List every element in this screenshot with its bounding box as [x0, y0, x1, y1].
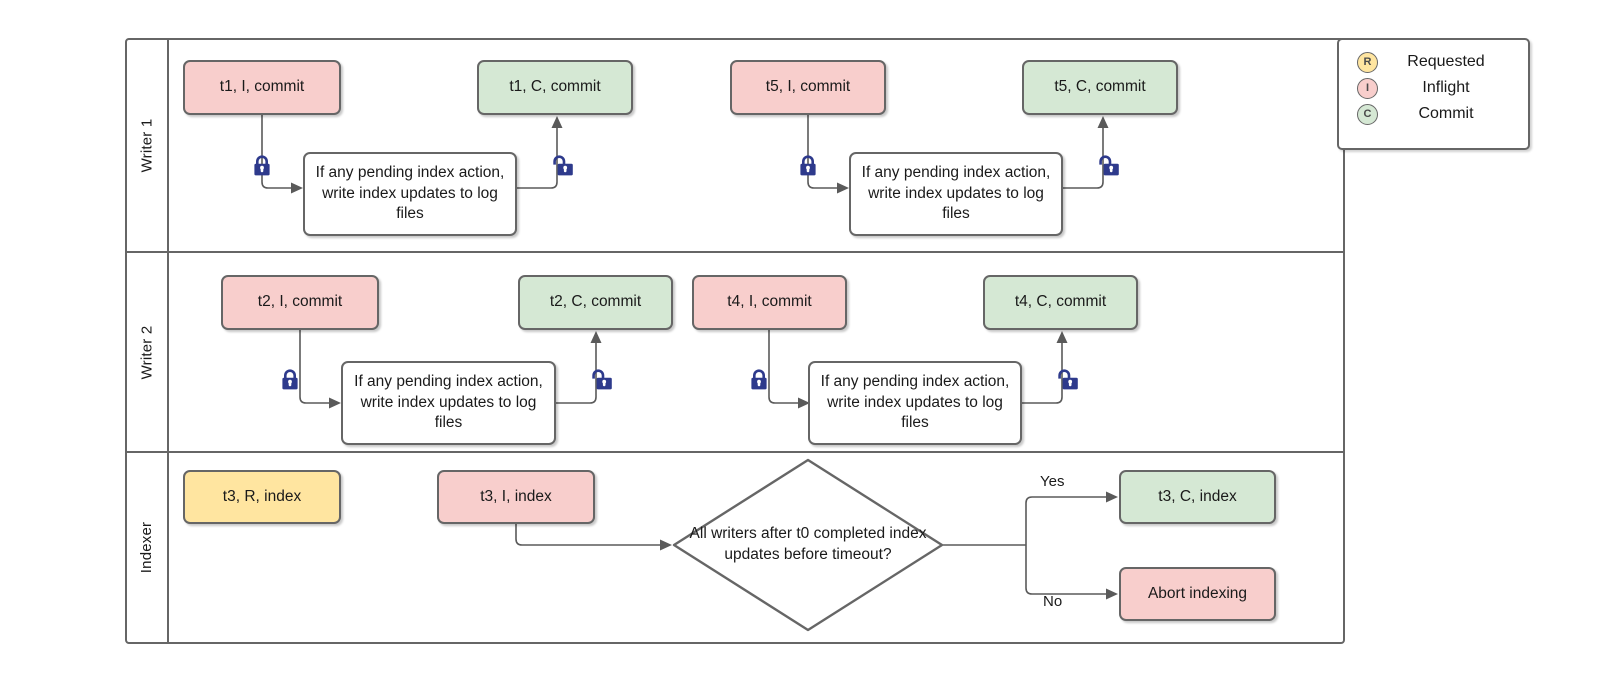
- node-indexer-decision[interactable]: All writers after t0 completed index upd…: [672, 458, 944, 632]
- node-indexer-t3-requested[interactable]: t3, R, index: [183, 470, 341, 524]
- lane-indexer: Indexer: [127, 453, 1343, 642]
- legend-item-inflight: I Inflight: [1339, 75, 1528, 101]
- commit-badge-icon: C: [1357, 103, 1378, 125]
- node-indexer-abort[interactable]: Abort indexing: [1119, 567, 1276, 621]
- lock-closed-icon: [252, 155, 272, 177]
- node-w2-process-2[interactable]: If any pending index action, write index…: [808, 361, 1022, 445]
- lock-closed-icon: [798, 155, 818, 177]
- lock-open-icon: [1058, 369, 1078, 391]
- node-indexer-t3-inflight[interactable]: t3, I, index: [437, 470, 595, 524]
- node-indexer-t3-commit[interactable]: t3, C, index: [1119, 470, 1276, 524]
- node-w1-process-2[interactable]: If any pending index action, write index…: [849, 152, 1063, 236]
- lane-header-indexer: Indexer: [127, 453, 169, 642]
- inflight-badge-icon: I: [1357, 77, 1378, 99]
- node-w1-t1-commit[interactable]: t1, C, commit: [477, 60, 633, 115]
- lane-header-writer-1: Writer 1: [127, 40, 169, 251]
- lane-writer-2: Writer 2: [127, 253, 1343, 453]
- lock-closed-icon: [280, 369, 300, 391]
- lane-label-writer-2: Writer 2: [138, 325, 156, 379]
- node-w1-process-1[interactable]: If any pending index action, write index…: [303, 152, 517, 236]
- lock-open-icon: [1099, 155, 1119, 177]
- lock-open-icon: [553, 155, 573, 177]
- node-w2-t2-inflight[interactable]: t2, I, commit: [221, 275, 379, 330]
- requested-badge-icon: R: [1357, 51, 1378, 73]
- node-w2-process-1[interactable]: If any pending index action, write index…: [341, 361, 556, 445]
- node-w2-t4-inflight[interactable]: t4, I, commit: [692, 275, 847, 330]
- legend-item-requested: R Requested: [1339, 49, 1528, 75]
- node-w1-t5-commit[interactable]: t5, C, commit: [1022, 60, 1178, 115]
- edge-label-no: No: [1043, 593, 1063, 610]
- lock-open-icon: [592, 369, 612, 391]
- legend-item-commit: C Commit: [1339, 101, 1528, 127]
- lane-label-writer-1: Writer 1: [138, 118, 156, 173]
- node-w1-t5-inflight[interactable]: t5, I, commit: [730, 60, 886, 115]
- lane-label-indexer: Indexer: [138, 521, 156, 574]
- node-w2-t4-commit[interactable]: t4, C, commit: [983, 275, 1138, 330]
- legend-label-requested: Requested: [1407, 53, 1485, 70]
- edge-label-yes: Yes: [1040, 473, 1065, 490]
- lock-closed-icon: [749, 369, 769, 391]
- legend-label-inflight: Inflight: [1422, 79, 1470, 96]
- legend-label-commit: Commit: [1418, 105, 1474, 122]
- node-w2-t2-commit[interactable]: t2, C, commit: [518, 275, 673, 330]
- node-w1-t1-inflight[interactable]: t1, I, commit: [183, 60, 341, 115]
- legend-panel: R Requested I Inflight C Commit: [1337, 38, 1530, 150]
- lane-header-writer-2: Writer 2: [127, 253, 169, 451]
- lane-writer-1: Writer 1: [127, 40, 1343, 253]
